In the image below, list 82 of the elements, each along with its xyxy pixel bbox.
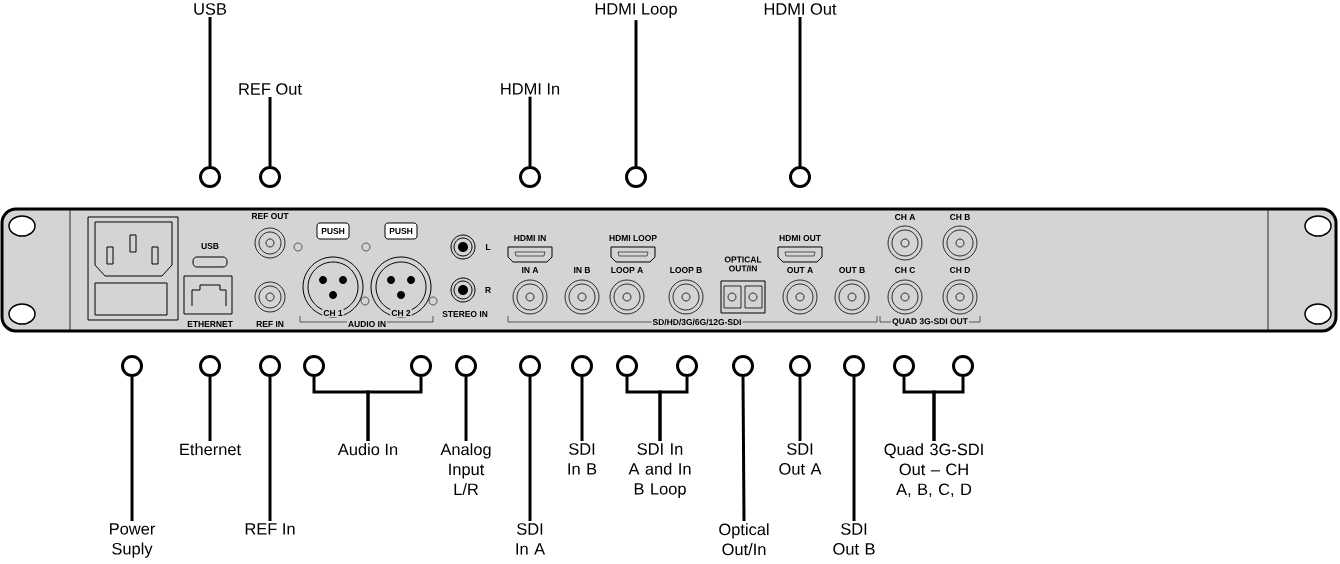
panel-label: STEREO IN	[441, 310, 489, 318]
callout-circle	[410, 355, 432, 377]
leader-line	[580, 377, 584, 441]
callout-circle	[571, 355, 593, 377]
callout-circle	[676, 355, 698, 377]
panel-label: OPTICAL OUT/IN	[720, 255, 766, 273]
callout-circle	[625, 166, 647, 188]
leader-line	[798, 17, 802, 166]
callout-text: Ethernet	[180, 443, 241, 456]
callout-text: SDI Out A	[779, 443, 822, 475]
leader-line	[268, 377, 272, 521]
callout-circle	[121, 355, 143, 377]
callout-text: Quad 3G-SDI Out – CH A, B, C, D	[884, 443, 983, 498]
leader-line	[932, 377, 965, 441]
callout-circle	[259, 166, 281, 188]
panel-label: PUSH	[388, 227, 414, 235]
callout-text: HDMI In	[501, 83, 560, 95]
callout-circle	[455, 355, 477, 377]
panel-label: CH A	[893, 213, 917, 221]
panel-label: CH 1	[322, 309, 344, 317]
callout-text: SDI Out B	[833, 523, 875, 555]
leader-line	[798, 377, 802, 441]
panel-label: L	[484, 243, 492, 251]
callout-text: HDMI Out	[764, 3, 837, 15]
panel-label: SD/HD/3G/6G/12G-SDI	[651, 317, 743, 327]
panel-label: HDMI OUT	[778, 234, 822, 242]
panel-label: LOOP A	[609, 266, 645, 274]
leader-line	[634, 20, 638, 166]
callout-circle	[519, 355, 541, 377]
panel-label: REF OUT	[250, 212, 290, 220]
leader-line	[208, 377, 212, 441]
leader-line	[528, 377, 532, 521]
callout-circle	[732, 355, 754, 377]
callout-circle	[789, 166, 811, 188]
callout-circle	[843, 355, 865, 377]
leader-line	[658, 377, 689, 441]
leader-line	[208, 17, 212, 166]
panel-label: IN A	[520, 266, 540, 274]
leader-line	[741, 376, 746, 521]
panel-label: PUSH	[320, 227, 346, 235]
callout-circle	[519, 166, 541, 188]
callout-text: REF Out	[239, 83, 302, 95]
callout-text: Power Suply	[110, 523, 156, 558]
panel-label: LOOP B	[668, 266, 704, 274]
panel-label: REF IN	[255, 320, 285, 328]
callout-text: USB	[194, 3, 227, 15]
leader-line	[268, 97, 272, 166]
panel-label: OUT A	[785, 266, 815, 274]
callout-circle	[259, 355, 281, 377]
panel-label: IN B	[572, 266, 592, 274]
leader-line	[528, 96, 532, 166]
leader-line	[130, 377, 134, 521]
callout-text: Audio In	[337, 443, 398, 456]
callout-text: HDMI Loop	[595, 3, 677, 18]
panel-label: USB	[200, 242, 220, 250]
panel-label: ETHERNET	[186, 320, 234, 328]
panel-label: AUDIO IN	[346, 320, 388, 328]
panel-label: CH D	[948, 266, 972, 274]
callout-circle	[893, 355, 915, 377]
callout-circle	[789, 355, 811, 377]
leader-line	[366, 377, 423, 441]
callout-circle	[303, 355, 325, 377]
callout-text: SDI In A and In B Loop	[628, 443, 691, 498]
callout-circle	[952, 355, 974, 377]
panel-label: CH C	[893, 266, 917, 274]
callout-circle	[199, 355, 221, 377]
leader-line	[852, 377, 856, 521]
callout-circle	[616, 355, 638, 377]
panel-label: HDMI IN	[512, 234, 548, 242]
panel-label: HDMI LOOP	[608, 234, 658, 242]
callout-text: SDI In A	[516, 523, 546, 555]
panel-label: CH 2	[390, 309, 412, 317]
callout-text: Optical Out/In	[719, 523, 769, 556]
panel-label: QUAD 3G-SDI OUT	[891, 317, 969, 327]
leader-line	[464, 377, 468, 441]
panel-label: R	[483, 286, 493, 294]
callout-text: SDI In B	[568, 443, 597, 475]
panel-label: CH B	[948, 213, 972, 221]
callout-text: REF In	[245, 523, 295, 535]
panel-label: OUT B	[837, 266, 867, 274]
callout-circle	[199, 166, 221, 188]
callout-text: Analog Input L/R	[440, 443, 491, 496]
